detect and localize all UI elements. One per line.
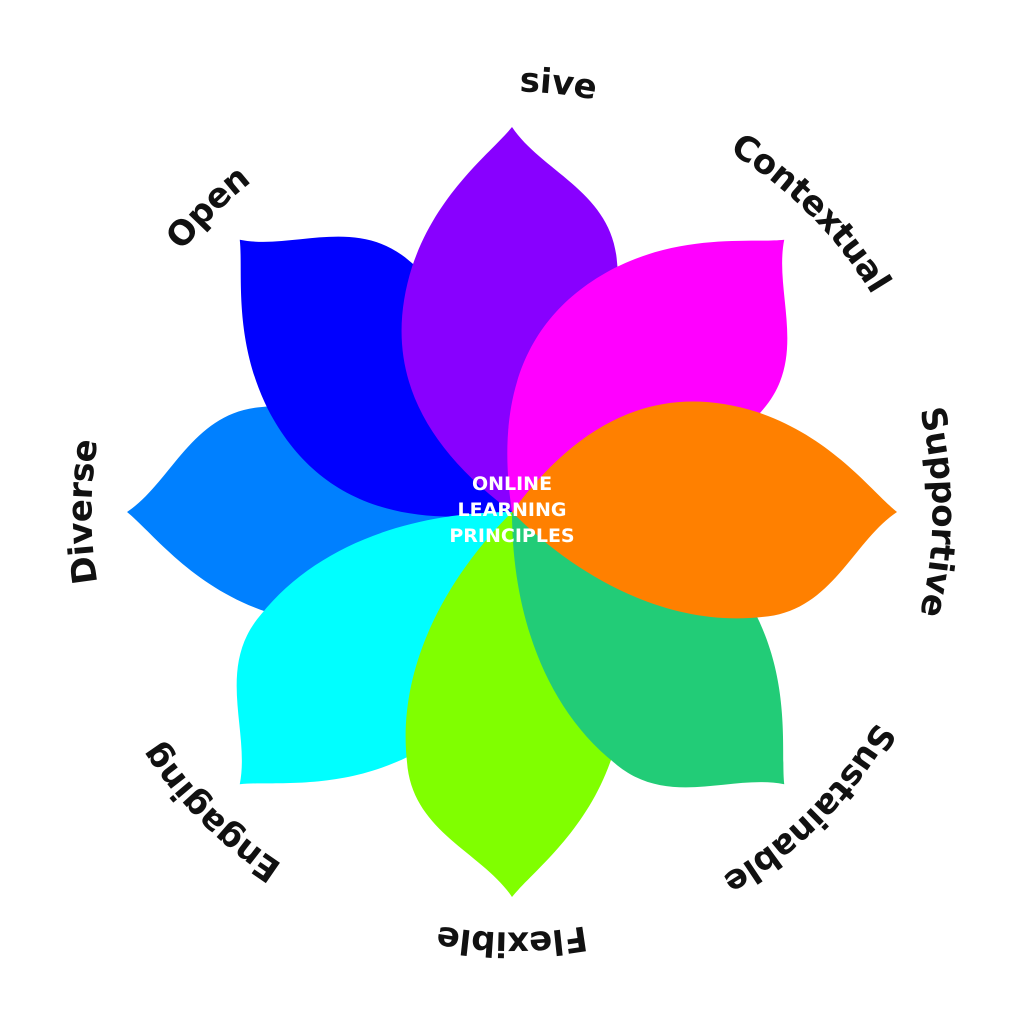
- center-line-3: PRINCIPLES: [449, 525, 574, 547]
- label-flexible: Flexible: [434, 917, 590, 963]
- label-diverse: Diverse: [60, 436, 106, 587]
- petal-layer: [127, 127, 897, 897]
- center-line-1: ONLINE: [472, 473, 552, 495]
- center-line-2: LEARNING: [458, 499, 567, 521]
- center-title: ONLINE LEARNING PRINCIPLES: [449, 473, 574, 547]
- label-supportive: Supportive: [911, 403, 963, 621]
- label-inclusive: Inclusive: [0, 0, 600, 108]
- petal-supportive: [512, 401, 897, 619]
